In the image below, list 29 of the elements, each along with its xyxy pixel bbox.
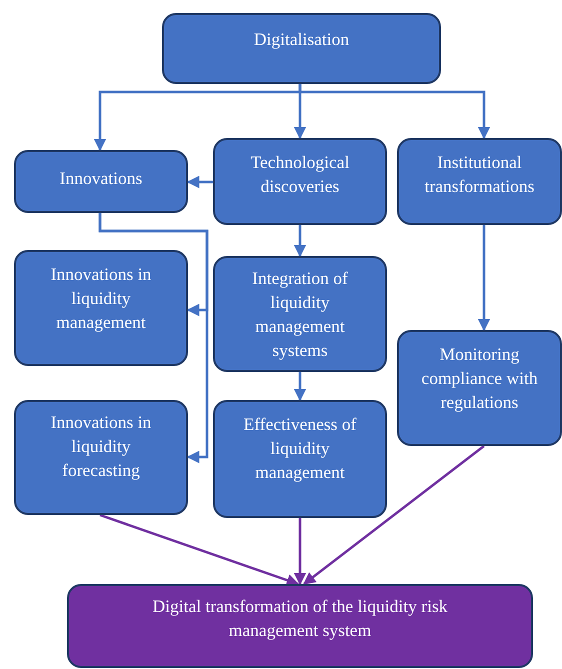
arrow bbox=[478, 225, 490, 332]
process-box bbox=[14, 400, 188, 515]
process-box bbox=[213, 256, 387, 372]
process-box bbox=[67, 584, 533, 668]
box-label: Innovations bbox=[58, 167, 144, 190]
arrow bbox=[294, 372, 306, 402]
box-label: Institutional transformations bbox=[424, 151, 536, 198]
arrow bbox=[294, 518, 306, 586]
box-label: Effectiveness of liquidity management bbox=[242, 413, 358, 484]
process-box bbox=[14, 250, 188, 366]
process-box bbox=[162, 13, 441, 84]
process-box bbox=[14, 150, 188, 213]
process-box bbox=[213, 400, 387, 518]
box-label: Digitalisation bbox=[252, 28, 350, 51]
process-box bbox=[397, 138, 562, 225]
box-label: Innovations in liquidity forecasting bbox=[50, 411, 152, 482]
box-label: Monitoring compliance with regulations bbox=[420, 343, 539, 414]
arrow bbox=[98, 213, 208, 464]
process-box bbox=[213, 138, 387, 225]
box-label: Integration of liquidity management systems bbox=[251, 267, 349, 362]
process-box bbox=[397, 330, 562, 446]
arrow bbox=[186, 176, 213, 188]
arrow bbox=[294, 225, 306, 258]
box-label: Technological discoveries bbox=[250, 151, 350, 198]
arrow bbox=[298, 84, 490, 140]
box-label: Digital transformation of the liquidity risk management system bbox=[151, 595, 449, 642]
arrow bbox=[303, 445, 485, 585]
arrow bbox=[100, 514, 300, 586]
box-label: Innovations in liquidity management bbox=[50, 263, 152, 334]
